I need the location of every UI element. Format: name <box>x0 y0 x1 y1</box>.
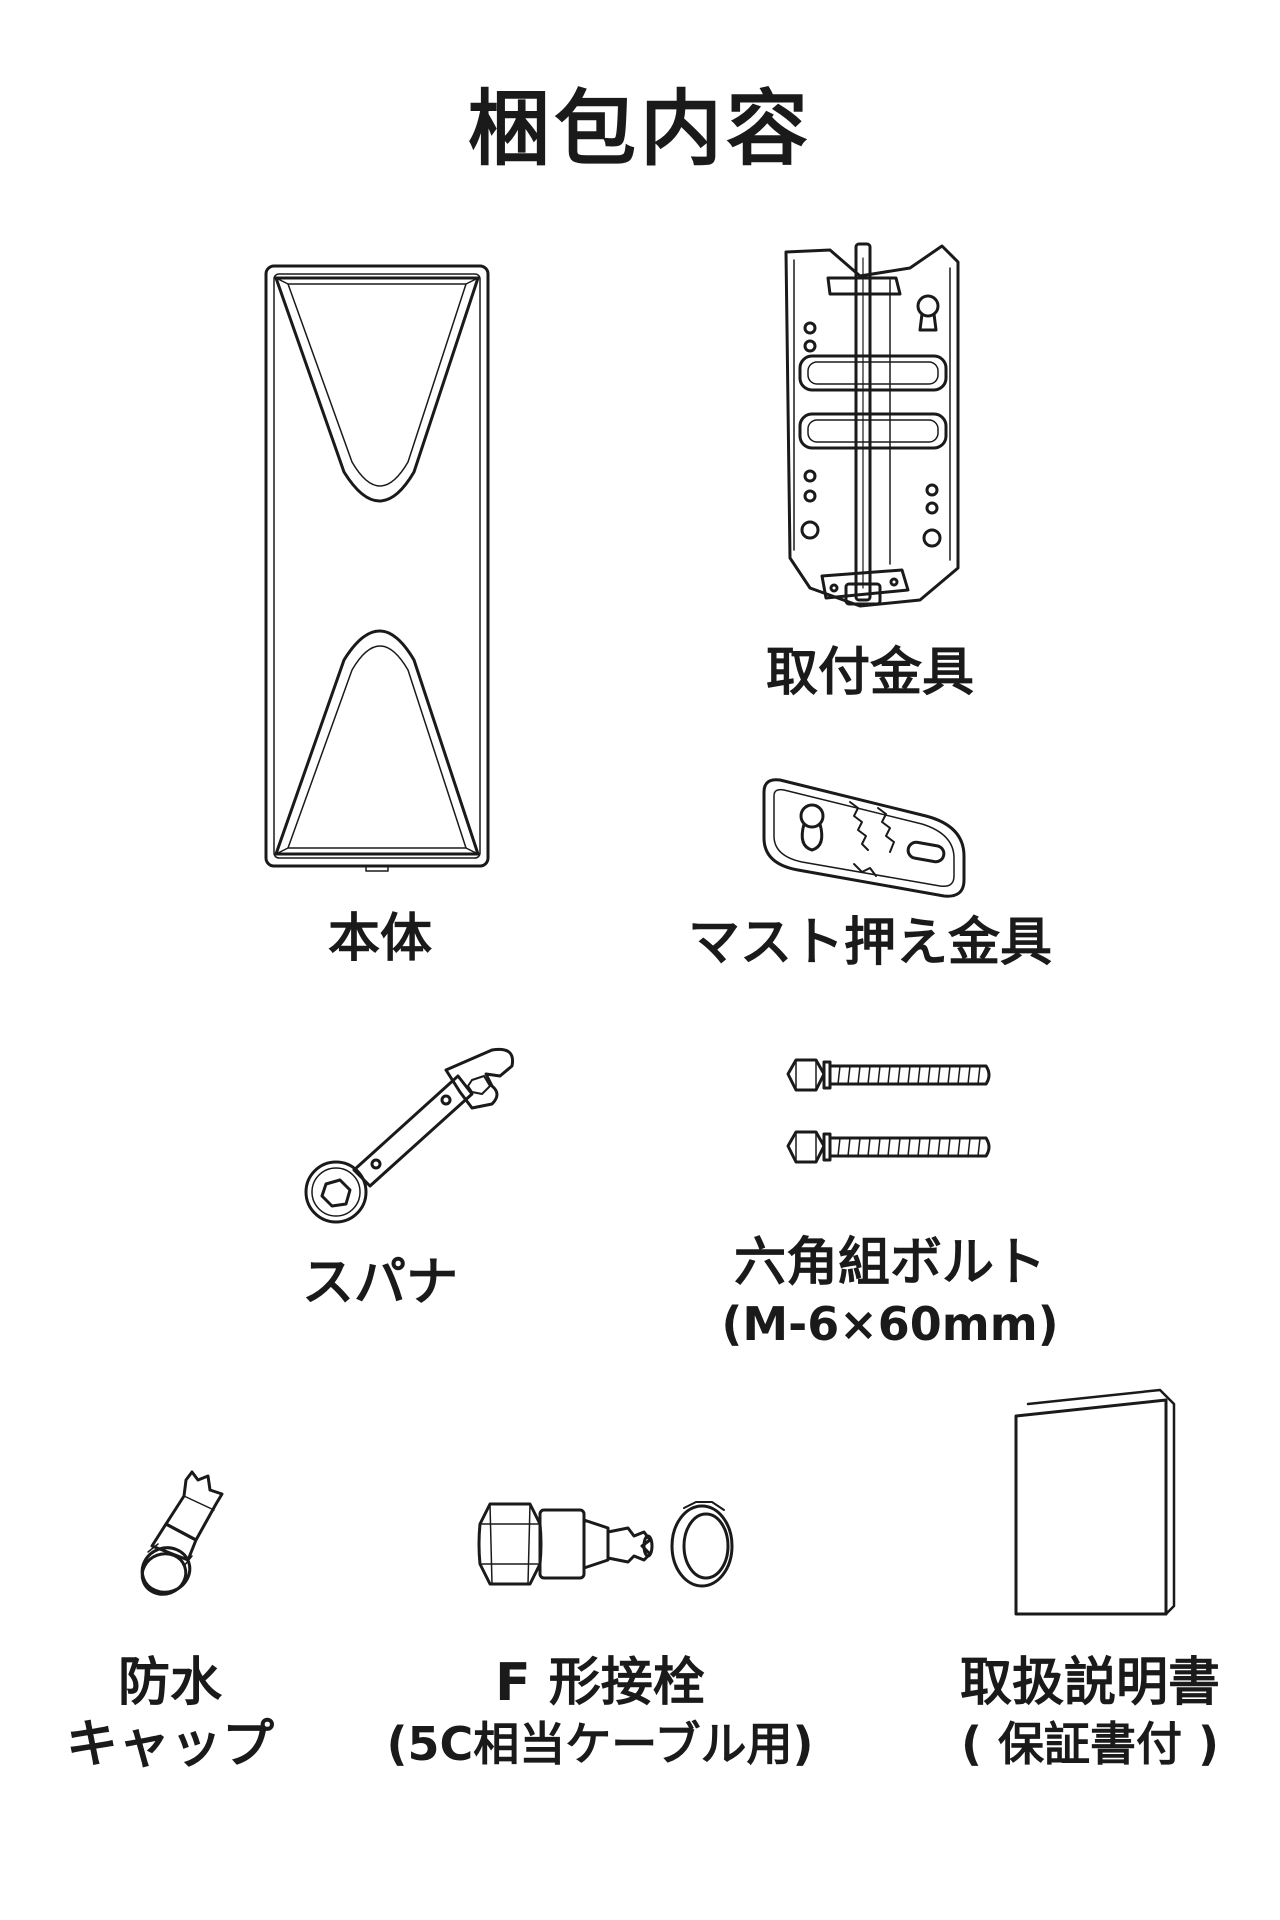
waterproof-cap-line2: キャップ <box>65 1715 274 1775</box>
main-unit-label: 本体 <box>327 909 432 969</box>
manual-name: 取扱説明書 <box>959 1653 1220 1713</box>
mast-clamp-label: マスト押え金具 <box>687 913 1052 973</box>
hex-bolt-spec: (M-6×60mm) <box>721 1297 1059 1351</box>
antenna-body-illustration <box>262 262 492 870</box>
f-connector-name: F 形接栓 <box>495 1653 705 1713</box>
waterproof-cap-label: 防水 キャップ <box>40 1652 300 1776</box>
manual-label: 取扱説明書 ( 保証書付 ) <box>920 1652 1260 1774</box>
hex-bolt-name: 六角組ボルト <box>733 1233 1046 1293</box>
spanner-label: スパナ <box>301 1253 458 1313</box>
hex-bolts-illustration <box>782 1052 994 1188</box>
mounting-bracket-label: 取付金具 <box>765 643 974 703</box>
mast-clamp-illustration <box>758 772 978 902</box>
f-connector-label: F 形接栓 (5C相当ケーブル用) <box>340 1652 860 1774</box>
waterproof-cap-line1: 防水 <box>117 1653 222 1713</box>
f-connector-illustration <box>474 1488 744 1600</box>
page-title: 梱包内容 <box>467 82 812 177</box>
spanner-illustration <box>296 1042 526 1224</box>
instruction-manual-illustration <box>1010 1386 1182 1618</box>
mounting-bracket-illustration <box>770 238 980 620</box>
waterproof-cap-illustration <box>136 1470 246 1610</box>
manual-spec: ( 保証書付 ) <box>960 1717 1220 1771</box>
f-connector-spec: (5C相当ケーブル用) <box>386 1717 814 1771</box>
hex-bolt-label: 六角組ボルト (M-6×60mm) <box>660 1232 1120 1354</box>
